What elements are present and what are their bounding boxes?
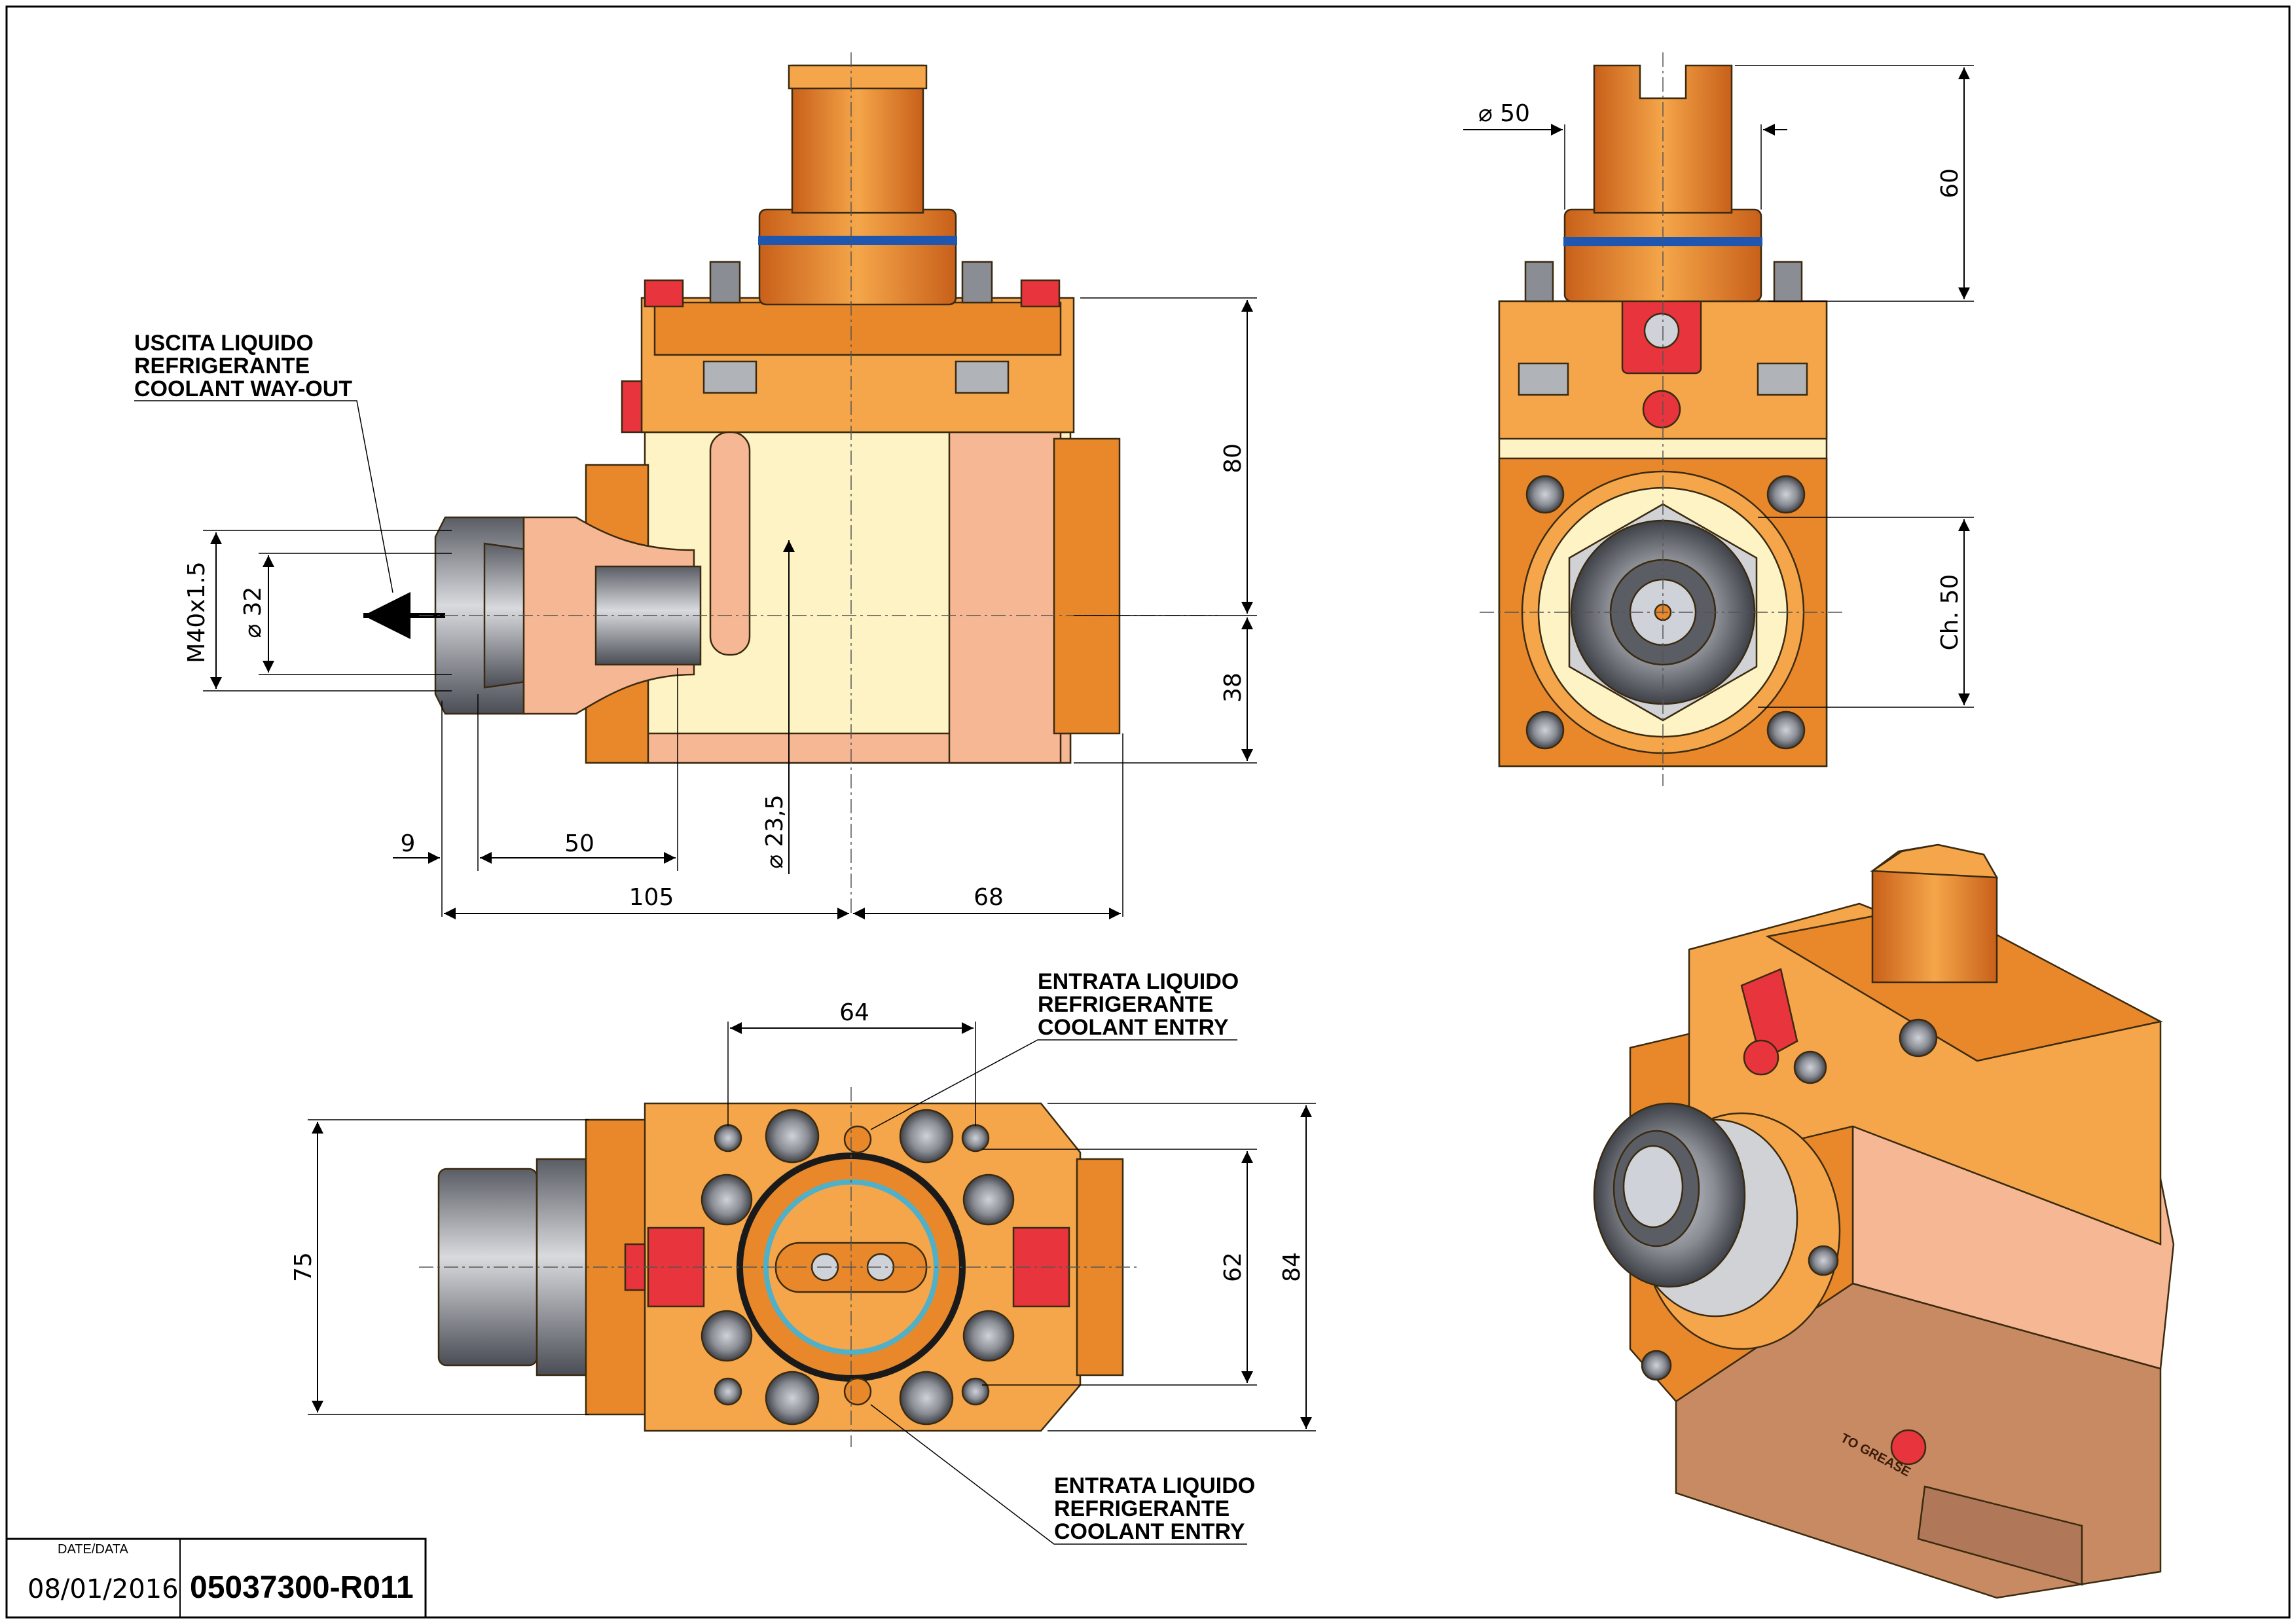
coolant-in-bottom-label-1: ENTRATA LIQUIDO [1054,1473,1255,1498]
coolant-out-label-2: REFRIGERANTE [134,354,310,378]
iso-screw-1 [1793,1050,1827,1084]
top-red-plug-left [624,1243,646,1291]
iso-red-plug [1743,1039,1779,1076]
dim-thread: M40x1.5 [183,561,210,663]
coolant-out-label-1: USCITA LIQUIDO [134,331,314,356]
dim-64: 64 [839,999,869,1026]
iso-collet-core [1622,1145,1684,1228]
red-block-right [1020,279,1061,308]
dim-50: 50 [564,830,594,857]
side-socket-screw-left [1524,261,1554,303]
top-screw-6 [962,1310,1015,1362]
side-red-plug [1642,390,1681,429]
dim-84: 84 [1279,1252,1305,1282]
dim-d32: ⌀ 32 [240,587,266,638]
coolant-in-top-label-3: COOLANT ENTRY [1038,1015,1229,1040]
side-screw-pocket-left [1518,362,1569,396]
coolant-in-top-label-2: REFRIGERANTE [1038,992,1213,1017]
side-corner-screw-bl [1525,710,1565,750]
side-socket-screw-right [1773,261,1803,303]
socket-screw-right [961,261,993,304]
iso-grease-nipple [1890,1429,1927,1466]
top-flange-plate [653,301,1062,356]
front-view: 80 38 M40x1.5 ⌀ 32 ⌀ 23,5 9 50 105 68 US… [134,52,1257,919]
top-view: 64 75 62 84 ENTRATA LIQUIDO REFRIGERANTE… [290,969,1316,1545]
top-screw-5 [701,1310,753,1362]
title-block-frame [5,1538,427,1619]
dim-60: 60 [1937,168,1963,198]
iso-coolant-slot [1917,1485,2083,1586]
top-screw-8 [899,1371,954,1426]
top-coolant-port-top [843,1125,872,1154]
side-screw-pocket-right [1757,362,1808,396]
iso-screw-2 [1899,1018,1938,1058]
iso-view: TO GREASE [1593,843,2175,1599]
dim-75: 75 [290,1252,317,1282]
o-ring-front [758,236,957,245]
coolant-channel [709,431,751,656]
top-small-screw-4 [961,1377,990,1406]
top-small-screw-3 [714,1377,742,1406]
iso-shaft-top [1870,843,1999,879]
screw-pocket-right [955,360,1010,394]
top-small-screw-2 [961,1124,990,1153]
shaft-collar [758,208,957,306]
drawing-code: 05037300-R011 [190,1570,414,1605]
side-corner-screw-tl [1525,475,1565,514]
coolant-out-label-3: COOLANT WAY-OUT [134,377,352,401]
drive-shaft-cap [788,64,928,90]
dim-105: 105 [629,884,674,911]
iso-red-block [1740,968,1798,1062]
red-block-left [644,279,684,308]
top-screw-3 [701,1173,753,1226]
side-corner-screw-tr [1766,475,1806,514]
side-view: ⌀ 50 60 Ch. 50 [1463,52,1974,786]
top-screw-7 [765,1371,820,1426]
top-small-screw-1 [714,1124,742,1153]
dim-d50-side: ⌀ 50 [1478,100,1530,127]
dim-68: 68 [974,884,1004,911]
dim-38: 38 [1220,673,1247,703]
screw-pocket-left [702,360,757,394]
date-value: 08/01/2016 [27,1574,179,1604]
o-ring-side [1563,237,1762,246]
iso-screw-4 [1641,1350,1672,1381]
coolant-in-bottom-label-2: REFRIGERANTE [1054,1496,1230,1521]
coolant-in-bottom-label-3: COOLANT ENTRY [1054,1519,1245,1544]
top-screw-4 [962,1173,1015,1226]
dim-62: 62 [1220,1252,1247,1282]
top-coolant-port-bottom [843,1377,872,1406]
dim-80: 80 [1220,443,1247,473]
dim-9: 9 [401,830,416,857]
sheet-border [5,5,2291,1619]
housing-right-face [948,431,1062,764]
dim-d23: ⌀ 23,5 [761,794,788,868]
red-plug-side [621,380,643,434]
top-screw-1 [765,1109,820,1164]
iso-screw-3 [1808,1245,1839,1276]
date-label: DATE/DATA [58,1542,128,1557]
drive-shaft [791,64,924,214]
coolant-in-top-label-1: ENTRATA LIQUIDO [1038,969,1239,994]
housing-right-plate [1053,437,1121,735]
dim-ch50: Ch. 50 [1937,574,1963,651]
socket-screw-left [709,261,741,304]
side-corner-screw-br [1766,710,1806,750]
top-screw-2 [899,1109,954,1164]
side-red-screw [1643,312,1680,349]
title-block: DATE/DATA 08/01/2016 05037300-R011 [5,1538,427,1619]
